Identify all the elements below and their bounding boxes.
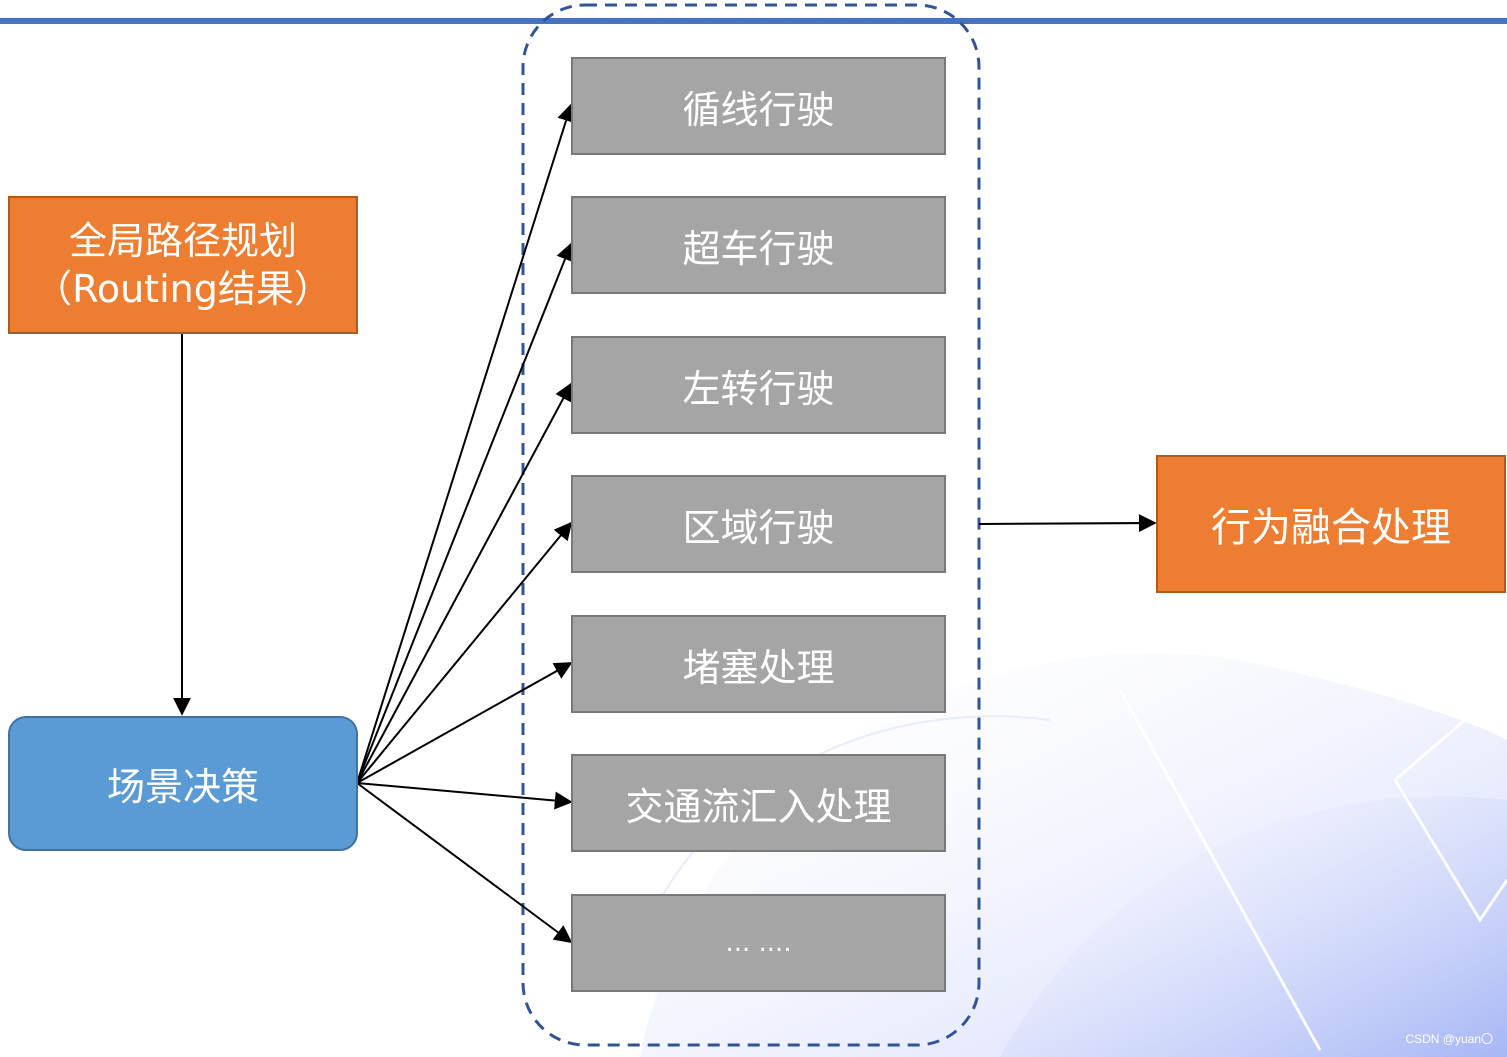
arrow-to-scenario-1	[356, 103, 575, 784]
scenario-box-congestion: 堵塞处理	[571, 615, 946, 713]
scenario-box-area-drive: 区域行驶	[571, 475, 946, 573]
scenario-box-left-turn: 左转行驶	[571, 336, 946, 434]
arrow-group-to-output	[978, 514, 1157, 533]
arrow-to-scenario-6	[356, 782, 573, 810]
arrow-to-scenario-5	[356, 662, 573, 784]
scenario-box-more: ... ....	[571, 894, 946, 992]
scene-decision-box: 场景决策	[8, 716, 358, 851]
global-routing-box: 全局路径规划 （Routing结果）	[8, 196, 358, 334]
watermark: CSDN @yuan〇	[1405, 1032, 1493, 1046]
arrow-to-scenario-3	[356, 382, 572, 784]
top-rule	[0, 18, 1507, 24]
scenario-box-lane-follow: 循线行驶	[571, 57, 946, 155]
behavior-fusion-box: 行为融合处理	[1156, 455, 1506, 593]
arrow-to-scenario-7	[356, 782, 573, 944]
scenario-box-traffic-merge: 交通流汇入处理	[571, 754, 946, 852]
arrow-to-scenario-2	[356, 242, 574, 784]
scenario-group-outline	[521, 3, 981, 1047]
arrow-to-scenario-4	[356, 521, 573, 784]
background-decoration	[640, 653, 1507, 1057]
scenario-box-overtake: 超车行驶	[571, 196, 946, 294]
fanout-arrows	[356, 103, 575, 944]
